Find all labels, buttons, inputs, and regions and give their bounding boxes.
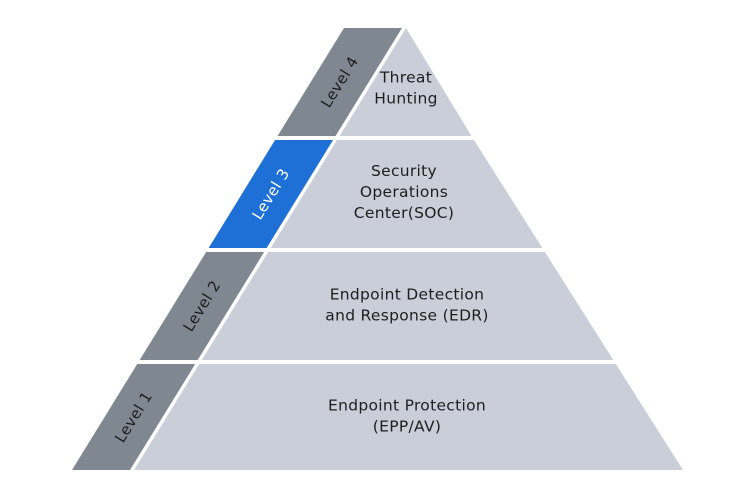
tier-shape <box>270 140 543 248</box>
tier-label-line: and Response (EDR) <box>325 307 488 325</box>
tier-label: Endpoint Detection and Response (EDR) <box>325 286 488 325</box>
tier-label-line: (EPP/AV) <box>373 418 441 436</box>
tier-label-line: Hunting <box>374 90 437 108</box>
tier-label-line: Security <box>371 162 437 180</box>
level-band <box>208 140 334 248</box>
tier-shape <box>339 28 472 136</box>
level-band <box>139 252 265 360</box>
level-band <box>277 28 402 136</box>
tier-shape <box>134 364 683 470</box>
tier-label-line: Center(SOC) <box>354 204 454 222</box>
tier-label-line: Endpoint Protection <box>328 397 486 415</box>
tier-label-line: Endpoint Detection <box>330 286 485 304</box>
tier-label-line: Threat <box>379 69 432 87</box>
tier-shape <box>201 252 614 360</box>
tier-label: Endpoint Protection (EPP/AV) <box>328 397 486 436</box>
tier-label-line: Operations <box>360 183 448 201</box>
level-band <box>72 364 196 470</box>
